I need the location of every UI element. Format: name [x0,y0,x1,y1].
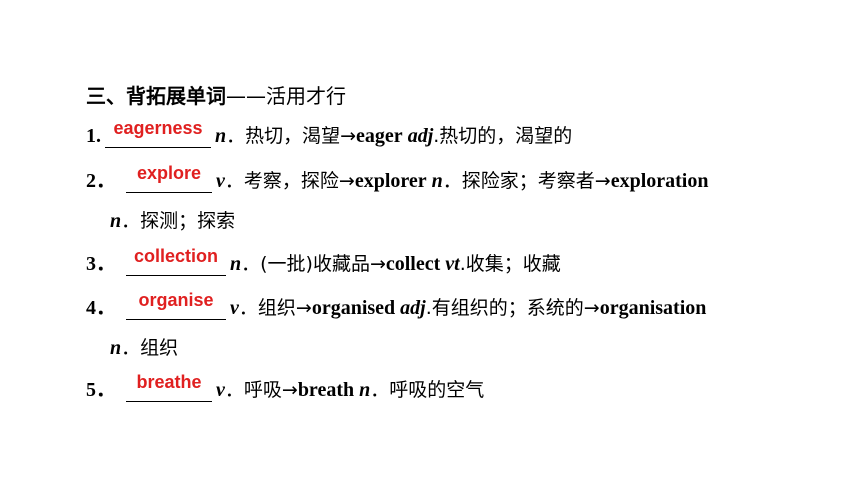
part-of-speech: v [216,379,225,401]
item-number: 5． [86,379,116,401]
derived-word-2: exploration [610,170,709,192]
answer-blank: organise [126,290,226,320]
item-number: 4． [86,297,116,319]
derived-meaning: .热切的，渴望的 [433,125,573,147]
derived-pos: n [359,379,371,401]
answer-word: collection [133,246,218,266]
meaning: ．呼吸→ [224,379,298,401]
derived-word-2: organisation [599,297,707,319]
continued-pos: n [110,337,122,359]
derived-word: eager [356,125,403,147]
derived-pos: n [431,170,443,192]
section-suffix: ——活用才行 [226,84,346,108]
section-heading: 三、背拓展单词——活用才行 [86,80,346,109]
answer-blank: breathe [126,372,212,402]
part-of-speech: n [215,125,227,147]
vocab-item-1: 1. eagerness n ．热切，渴望→ eager adj.热切的，渴望的 [86,118,572,148]
continued-meaning: ．组织 [121,337,179,359]
derived-pos: adj [400,297,426,319]
derived-meaning: .收集；收藏 [459,253,561,275]
answer-word: eagerness [113,118,203,138]
item-number: 3． [86,253,116,275]
vocab-item-3: 3． collection n ．(一批)收藏品→ collect vt.收集；… [86,246,561,276]
part-of-speech: v [216,170,225,192]
vocab-item-5: 5． breathe v ．呼吸→ breath n．呼吸的空气 [86,372,484,402]
answer-blank: explore [126,163,212,193]
answer-blank: eagerness [105,118,211,148]
derived-pos: adj [407,125,434,147]
continued-pos: n [110,210,122,232]
answer-blank: collection [126,246,226,276]
derived-meaning: ．呼吸的空气 [370,379,485,401]
derived-word: collect [385,253,441,275]
part-of-speech: v [230,297,239,319]
derived-pos: vt [445,253,460,275]
derived-word: organised [311,297,396,319]
item-number: 1. [86,125,101,147]
meaning: ．(一批)收藏品→ [241,253,386,275]
derived-word: explorer [354,170,427,192]
item-number: 2． [86,170,116,192]
section-title: 三、背拓展单词 [86,84,226,108]
derived-word: breath [297,379,355,401]
answer-word: organise [138,290,214,310]
meaning: ．考察，探险→ [224,170,355,192]
derived-meaning: .有组织的；系统的→ [425,297,600,319]
vocab-item-4: 4． organise v ．组织→ organised adj.有组织的；系统… [86,290,706,320]
vocab-item-2: 2． explore v ．考察，探险→ explorer n．探险家；考察者→… [86,163,708,193]
vocab-item-4-continued: n．组织 [110,333,178,360]
continued-meaning: ．探测；探索 [121,210,236,232]
derived-meaning: ．探险家；考察者→ [442,170,611,192]
meaning: ．热切，渴望→ [226,125,357,147]
answer-word: breathe [136,372,202,392]
part-of-speech: n [230,253,242,275]
answer-word: explore [136,163,202,183]
meaning: ．组织→ [238,297,312,319]
vocab-item-2-continued: n．探测；探索 [110,206,235,233]
